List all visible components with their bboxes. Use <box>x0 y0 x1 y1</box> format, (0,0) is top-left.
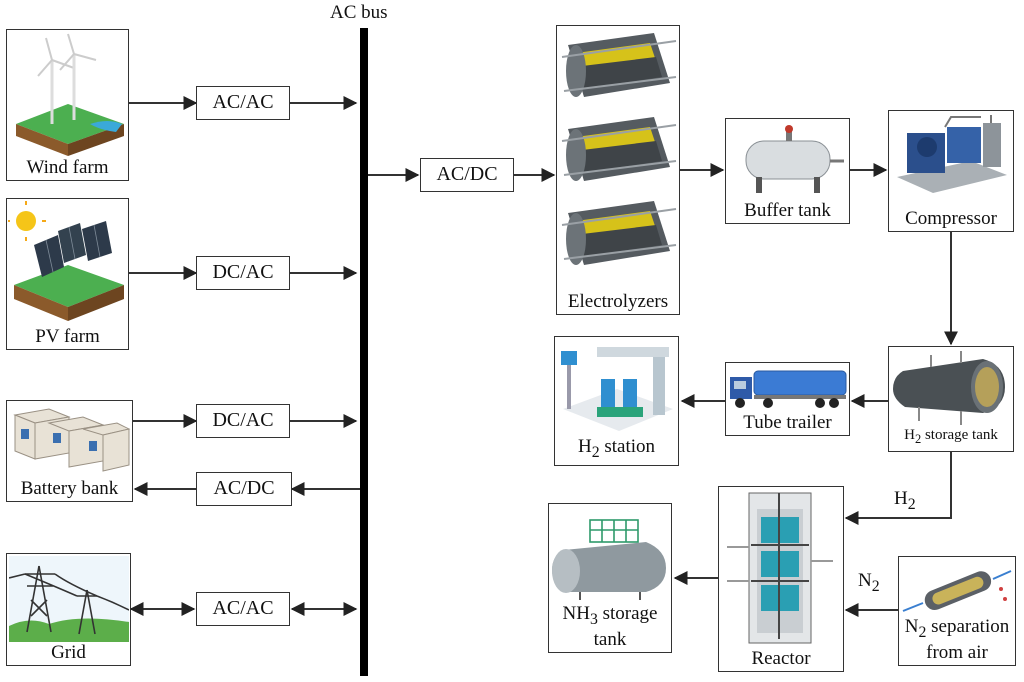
battery-out-converter: AC/DC <box>196 472 292 506</box>
h2-station-label: H2 station <box>577 436 656 461</box>
pv-farm-box: PV farm <box>6 198 129 350</box>
battery-icon <box>13 408 131 472</box>
n2-separation-label: N2 separation from air <box>904 616 1010 663</box>
compressor-box: Compressor <box>888 110 1014 232</box>
tube-trailer-icon <box>730 370 847 408</box>
grid-label: Grid <box>51 642 86 663</box>
nh3-storage-tank-label: NH3 storage tank <box>562 603 658 650</box>
electrolyzers-label: Electrolyzers <box>567 291 669 312</box>
h2-storage-tank-box: H2 storage tank <box>888 346 1014 452</box>
h2-storage-tank-label: H2 storage tank <box>904 427 998 446</box>
ac-bus-label: AC bus <box>330 2 388 23</box>
tube-trailer-box: Tube trailer <box>725 362 850 436</box>
grid-box: Grid <box>6 553 131 666</box>
pv-converter: DC/AC <box>196 256 290 290</box>
reactor-box: Reactor <box>718 486 844 672</box>
h2-storage-tank-icon <box>893 351 1005 425</box>
electrolyzer-converter: AC/DC <box>420 158 514 192</box>
wind-farm-label: Wind farm <box>26 157 109 178</box>
wind-farm-box: Wind farm <box>6 29 129 181</box>
buffer-tank-label: Buffer tank <box>744 200 831 221</box>
n2-separator-icon <box>902 570 1012 612</box>
reactor-label: Reactor <box>751 648 811 669</box>
n2-separation-box: N2 separation from air <box>898 556 1016 666</box>
h2-flow-label: H2 <box>894 488 916 513</box>
nh3-storage-tank-icon <box>552 519 666 600</box>
grid-converter: AC/AC <box>196 592 290 626</box>
n2-flow-label: N2 <box>858 570 880 595</box>
battery-in-converter: DC/AC <box>196 404 290 438</box>
wind-turbine-icon <box>16 33 124 156</box>
compressor-icon <box>897 115 1007 193</box>
pv-farm-label: PV farm <box>35 326 100 347</box>
wind-converter: AC/AC <box>196 86 290 120</box>
nh3-storage-tank-box: NH3 storage tank <box>548 503 672 653</box>
buffer-tank-icon <box>745 125 844 193</box>
battery-bank-box: Battery bank <box>6 400 133 502</box>
h2-station-box: H2 station <box>554 336 679 466</box>
reactor-icon <box>727 492 833 644</box>
solar-panel-icon <box>8 201 124 321</box>
tube-trailer-label: Tube trailer <box>743 412 832 433</box>
battery-bank-label: Battery bank <box>20 478 119 499</box>
electrolyzer-stack-icon <box>561 33 677 265</box>
h2-station-icon <box>561 347 673 431</box>
electrolyzers-box: Electrolyzers <box>556 25 680 315</box>
power-tower-icon <box>9 556 129 642</box>
wire-storage-reactor <box>844 452 952 525</box>
compressor-label: Compressor <box>905 208 997 229</box>
buffer-tank-box: Buffer tank <box>725 118 850 224</box>
